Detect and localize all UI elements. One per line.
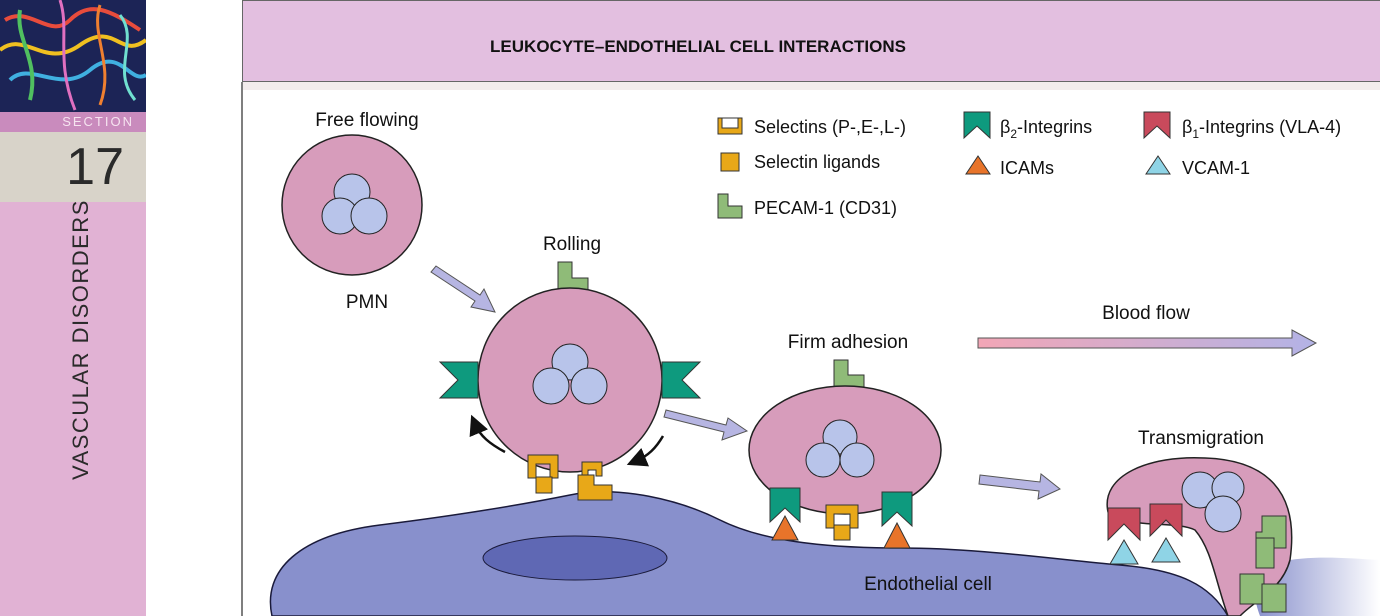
- figure-header: LEUKOCYTE–ENDOTHELIAL CELL INTERACTIONS: [242, 0, 1380, 82]
- b2-integrin-right: [661, 361, 702, 399]
- rotation-arrow-left: [469, 414, 506, 454]
- legend-selectins-label: Selectins (P-,E-,L-): [754, 117, 906, 137]
- pecam-trans-2: [1255, 537, 1275, 569]
- endothelial-nucleus: [482, 535, 668, 581]
- b2-integrin-firm-1: [769, 487, 801, 524]
- section-number: 17: [66, 138, 124, 196]
- sidebar: SECTION 17 VASCULAR DISORDERS: [0, 0, 146, 616]
- free-flowing-label: Free flowing: [315, 110, 419, 131]
- pecam-trans-4: [1261, 583, 1287, 613]
- flow-arrow-1: [430, 265, 496, 313]
- legend: Selectins (P-,E-,L-) Selectin ligands PE…: [717, 111, 1341, 219]
- legend-selectin-ligands-label: Selectin ligands: [754, 152, 880, 172]
- section-number-box: 17: [0, 132, 146, 202]
- flow-arrow-2: [663, 409, 749, 441]
- legend-b2-integrin-icon: [963, 111, 991, 140]
- b1-integrin-trans-1: [1107, 507, 1141, 542]
- b2-subscript: 2: [1010, 127, 1017, 141]
- legend-vcam-label: VCAM-1: [1182, 158, 1250, 178]
- beta-symbol: β: [1000, 117, 1010, 137]
- endothelial-label: Endothelial cell: [864, 574, 992, 595]
- b1-integrin-trans-2: [1149, 503, 1183, 538]
- legend-pecam-label: PECAM-1 (CD31): [754, 198, 897, 218]
- figure-title: LEUKOCYTE–ENDOTHELIAL CELL INTERACTIONS: [490, 37, 906, 56]
- legend-b1-integrins-label: β1-Integrins (VLA-4): [1182, 117, 1341, 141]
- legend-b1-integrin-icon: [1143, 111, 1171, 140]
- b1-label-text: -Integrins (VLA-4): [1199, 117, 1341, 137]
- blood-flow-label: Blood flow: [1102, 303, 1190, 324]
- legend-selectin-ligand-icon: [720, 152, 740, 172]
- vcam-trans-1: [1109, 539, 1139, 565]
- transmigration-label: Transmigration: [1138, 428, 1264, 449]
- selectin-rolling-1: [527, 454, 559, 479]
- legend-selectin-icon: [717, 117, 743, 135]
- selectin-rolling-2: [581, 461, 603, 477]
- icam-firm-1: [771, 514, 799, 541]
- rolling-label: Rolling: [543, 234, 601, 255]
- beta-symbol-2: β: [1182, 117, 1192, 137]
- rotation-arrow-right: [626, 435, 665, 467]
- b1-subscript: 1: [1192, 127, 1199, 141]
- legend-vcam-icon: [1145, 155, 1171, 175]
- firm-adhesion-label: Firm adhesion: [788, 332, 908, 353]
- protein-structure-image: [0, 0, 146, 112]
- selectin-firm: [825, 504, 859, 529]
- legend-icam-icon: [965, 155, 991, 175]
- blood-flow-arrow: [977, 329, 1318, 357]
- legend-b2-integrins-label: β2-Integrins: [1000, 117, 1092, 141]
- section-label: SECTION: [0, 112, 146, 132]
- pecam-trans-3: [1239, 573, 1265, 605]
- flow-arrow-3: [978, 473, 1061, 500]
- pmn-label: PMN: [346, 292, 388, 313]
- legend-icams-label: ICAMs: [1000, 158, 1054, 178]
- selectin-ligand-rolling-1: [535, 476, 553, 494]
- b2-label-text: -Integrins: [1017, 117, 1092, 137]
- icam-firm-2: [883, 521, 911, 549]
- b2-integrin-left: [438, 361, 479, 399]
- vcam-trans-2: [1151, 537, 1181, 563]
- selectin-ligand-firm: [833, 524, 851, 541]
- selectin-ligand-rolling-2: [577, 474, 613, 501]
- b2-integrin-firm-2: [881, 491, 913, 528]
- legend-pecam-icon: [717, 193, 743, 219]
- endothelial-cell: [269, 491, 1229, 616]
